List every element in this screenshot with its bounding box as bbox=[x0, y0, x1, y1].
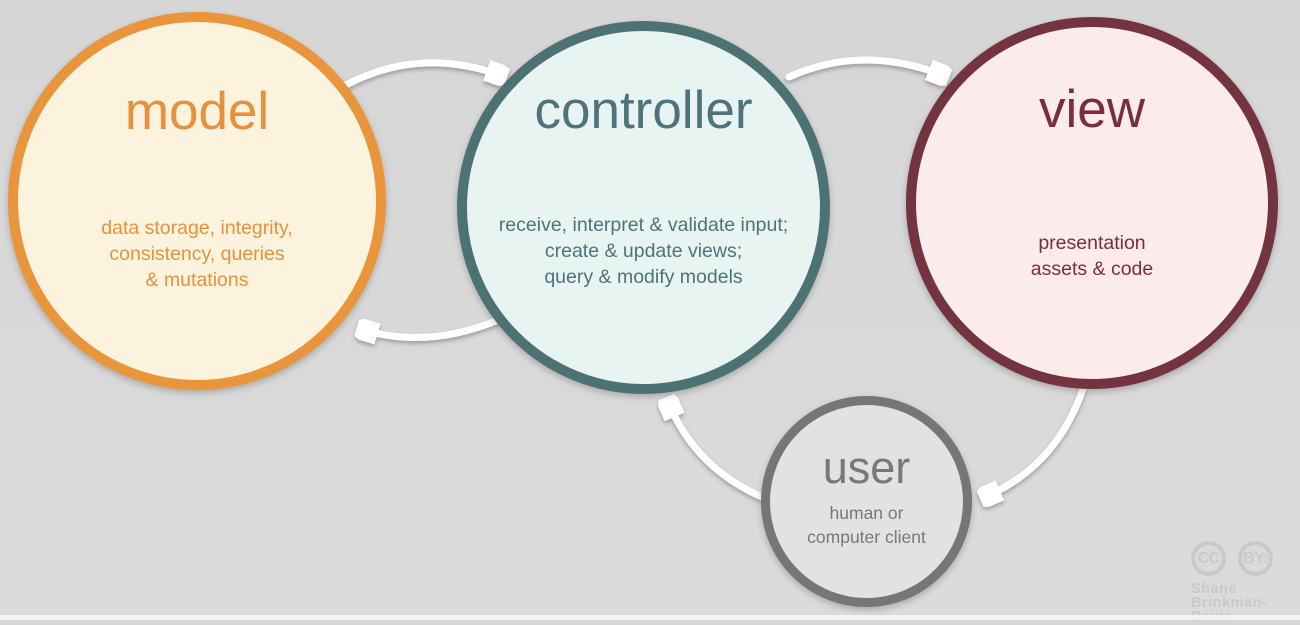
description-line: human or bbox=[829, 503, 904, 523]
cc-by-icon: BY: bbox=[1238, 541, 1273, 576]
description-line: create & update views; bbox=[544, 240, 743, 262]
bottom-strip bbox=[0, 615, 1300, 620]
description-line: assets & code bbox=[1030, 258, 1154, 280]
arrow-controller-to-model bbox=[364, 316, 502, 338]
arrow-user-to-controller bbox=[669, 404, 766, 501]
node-user-description: human or computer client bbox=[770, 501, 963, 549]
node-controller-title: controller bbox=[534, 81, 753, 140]
node-view: view presentation assets & code bbox=[906, 17, 1278, 389]
description-line: & mutations bbox=[145, 269, 249, 291]
node-user-title: user bbox=[822, 442, 911, 493]
arrow-controller-to-view bbox=[785, 56, 942, 77]
cc-icon: CC bbox=[1191, 541, 1226, 576]
node-model-description: data storage, integrity, consistency, qu… bbox=[18, 215, 376, 293]
node-model: model data storage, integrity, consisten… bbox=[8, 12, 386, 390]
node-controller: controller receive, interpret & validate… bbox=[457, 21, 830, 394]
license-attribution: CC BY: Shane Brinkman-Davis bbox=[1191, 541, 1300, 624]
description-line: computer client bbox=[807, 527, 926, 547]
license-badges: CC BY: bbox=[1191, 541, 1300, 576]
author-line: Shane bbox=[1191, 581, 1238, 597]
description-line: data storage, integrity, bbox=[101, 217, 293, 239]
description-line: presentation bbox=[1038, 232, 1146, 254]
arrow-view-to-user bbox=[987, 385, 1087, 496]
description-line: query & modify models bbox=[544, 266, 743, 288]
node-user: user human or computer client bbox=[761, 396, 972, 607]
description-line: consistency, queries bbox=[109, 243, 285, 265]
arrow-model-to-controller bbox=[340, 59, 500, 90]
node-view-title: view bbox=[1038, 80, 1146, 139]
node-controller-description: receive, interpret & validate input; cre… bbox=[467, 212, 820, 290]
node-view-description: presentation assets & code bbox=[916, 230, 1268, 282]
description-line: receive, interpret & validate input; bbox=[498, 214, 789, 236]
node-model-title: model bbox=[124, 82, 270, 141]
